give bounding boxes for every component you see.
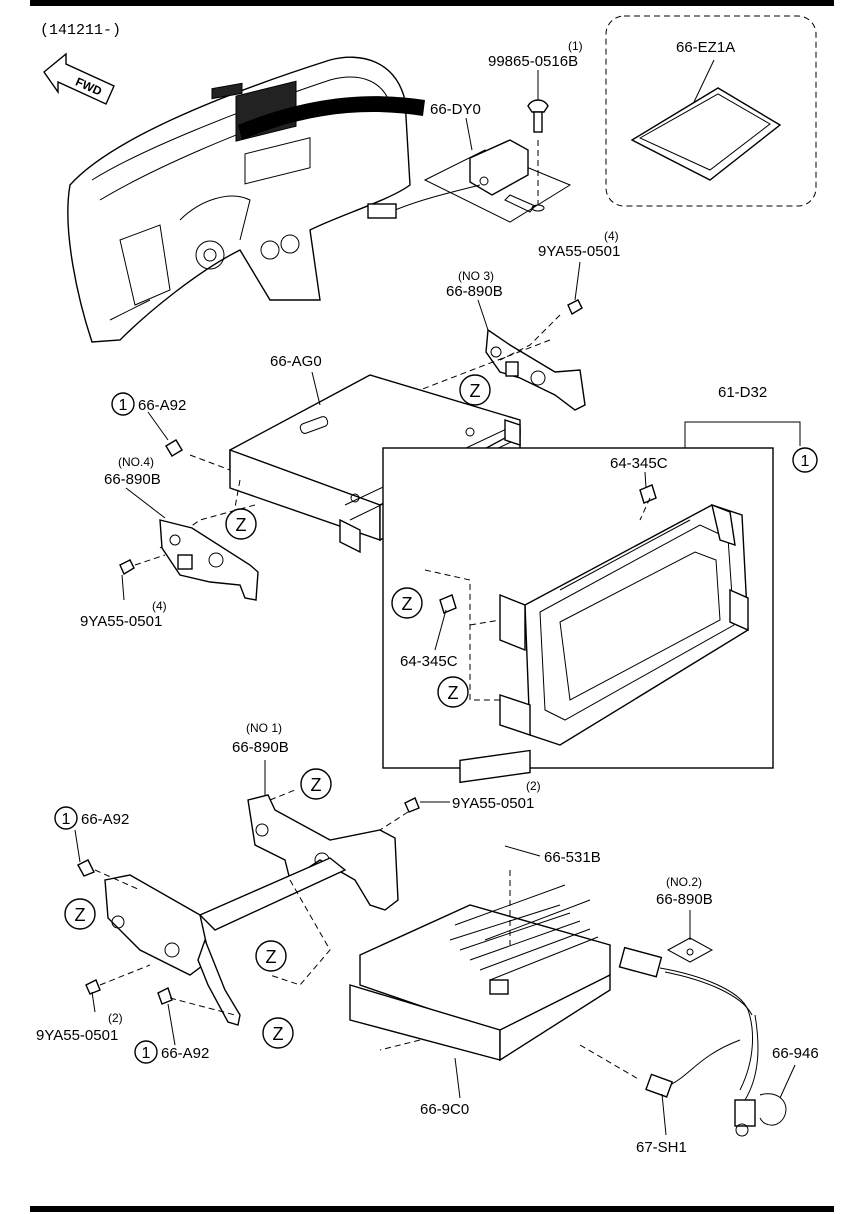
ref-one-circle-d32 [792, 447, 818, 473]
z-callout-text: Z [273, 1024, 284, 1044]
ref-one-text: 1 [119, 397, 128, 414]
ref-one-text-bottom: 1 [142, 1045, 151, 1062]
leader-61-d32 [684, 421, 801, 448]
label-9ya55-bottom: 9YA55-0501 [36, 1027, 118, 1044]
z-callout-text: Z [266, 947, 277, 967]
bracket-no3 [419, 299, 586, 411]
z-callout [437, 676, 469, 708]
label-66-890b-no3: 66-890B [446, 283, 503, 300]
label-66-a92-bottom: 66-A92 [161, 1045, 209, 1062]
label-9ya55-left: 9YA55-0501 [80, 613, 162, 630]
label-64-345c-left: 64-345C [400, 653, 458, 670]
label-61-d32: 61-D32 [718, 384, 767, 401]
sd-card-box [605, 15, 817, 207]
label-no1: (NO 1) [246, 721, 282, 735]
z-callout [262, 1017, 294, 1049]
bracket-no1-assembly [77, 789, 420, 1026]
qty-9ya55-mid: (2) [526, 779, 541, 793]
z-callout [64, 898, 96, 930]
dashboard-illustration [67, 56, 425, 343]
bottom-rule [30, 1206, 834, 1212]
label-66-531b: 66-531B [544, 849, 601, 866]
label-99865-0516b: 99865-0516B [488, 53, 578, 70]
qty-9ya55-bottom: (2) [108, 1011, 123, 1025]
z-callout-text: Z [470, 381, 481, 401]
z-callout [300, 768, 332, 800]
date-code: (141211-) [40, 22, 121, 39]
antenna-66-dy0 [367, 99, 572, 223]
label-66-a92-lower: 66-A92 [81, 811, 129, 828]
label-66-dy0: 66-DY0 [430, 101, 481, 118]
ref-one-circle-lower [54, 806, 78, 830]
display-unit-61-d32 [424, 484, 749, 746]
label-66-890b-no1: 66-890B [232, 739, 289, 756]
z-callout-text: Z [311, 775, 322, 795]
label-64-345c-top: 64-345C [610, 455, 668, 472]
qty-99865-0516b: (1) [568, 39, 583, 53]
z-callout-text: Z [448, 683, 459, 703]
label-66-ag0: 66-AG0 [270, 353, 322, 370]
label-66-a92-upper: 66-A92 [138, 397, 186, 414]
fwd-arrow-icon: FWD [43, 52, 115, 105]
z-callout [391, 587, 423, 619]
ref-one-text-lower: 1 [62, 811, 71, 828]
label-no4: (NO.4) [118, 455, 154, 469]
label-66-946: 66-946 [772, 1045, 819, 1062]
ref-one-circle [111, 392, 135, 416]
label-66-ez1a: 66-EZ1A [676, 39, 735, 56]
z-callout-text: Z [236, 515, 247, 535]
top-rule [30, 0, 834, 6]
z-callouts: Z Z Z Z Z Z Z Z [64, 374, 491, 1049]
z-callout-text: Z [75, 905, 86, 925]
z-callout [255, 940, 287, 972]
qty-9ya55-top: (4) [604, 229, 619, 243]
label-9ya55-top: 9YA55-0501 [538, 243, 620, 260]
z-callout [225, 508, 257, 540]
label-no2: (NO.2) [666, 875, 702, 889]
label-9ya55-mid: 9YA55-0501 [452, 795, 534, 812]
label-66-9c0: 66-9C0 [420, 1101, 469, 1118]
z-callout [459, 374, 491, 406]
bracket-no4 [119, 439, 259, 601]
label-66-890b-no4: 66-890B [104, 471, 161, 488]
sd-card-66-ez1a [630, 59, 782, 181]
amplifier-66-9c0 [349, 749, 641, 1081]
qty-9ya55-left: (4) [152, 599, 167, 613]
harness-67-sh1 [618, 937, 796, 1137]
label-no3: (NO 3) [458, 269, 494, 283]
leader-lines [74, 70, 691, 1136]
ref-one-circle-bottom [134, 1040, 158, 1064]
label-66-890b-no2: 66-890B [656, 891, 713, 908]
label-67-sh1: 67-SH1 [636, 1139, 687, 1156]
z-callout-text: Z [402, 594, 413, 614]
ref-one-text-d32: 1 [801, 453, 810, 470]
